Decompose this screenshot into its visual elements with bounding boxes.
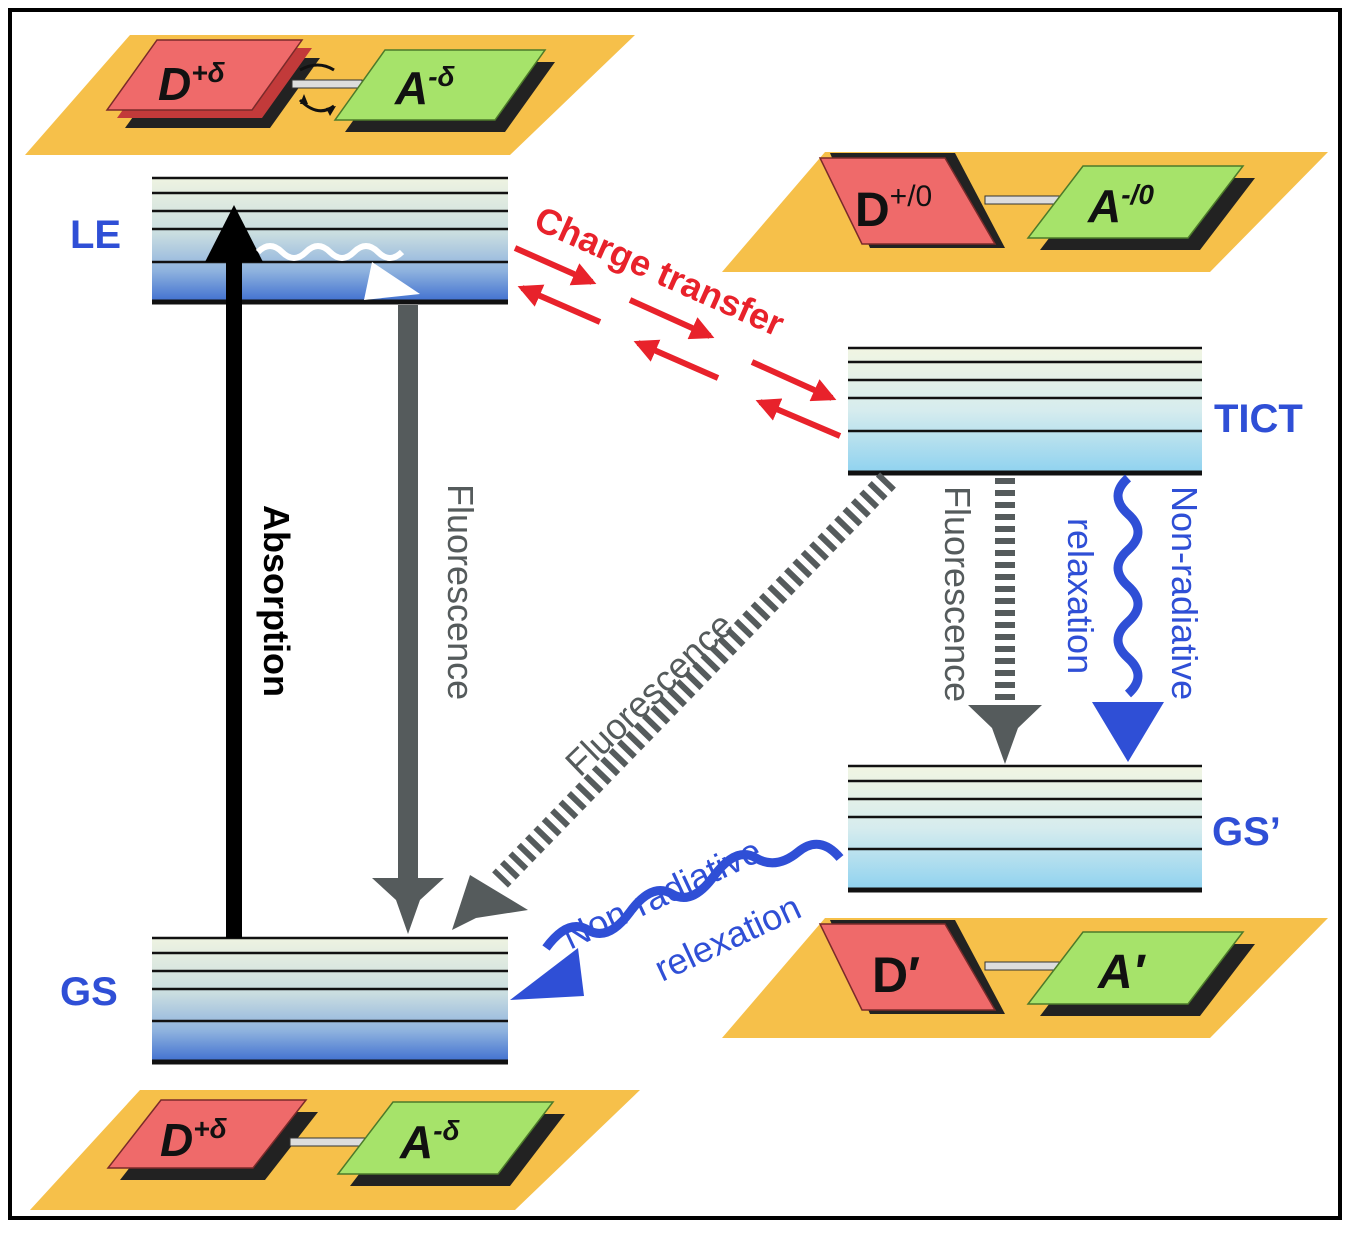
bond-le (291, 79, 363, 89)
molecule-tict: D+/0 A-/0 (722, 152, 1328, 272)
state-label-gs-prime: GS’ (1212, 810, 1281, 854)
rotation-arrows-le (298, 63, 336, 116)
donor-le-label: D+δ (158, 57, 226, 110)
fluorescence-tict-to-gs-prime-arrow (968, 478, 1042, 764)
le-vibrational-relaxation-arrow (255, 243, 420, 300)
donor-le: D+δ (105, 39, 320, 128)
non-radiative-tict-label-line1: Non-radiative (1164, 486, 1205, 700)
molecule-le: D+δ A-δ (25, 35, 635, 155)
fluorescence-le-label: Fluorescence (440, 484, 481, 700)
donor-gs-label: D+δ (160, 1113, 228, 1166)
fluorescence-tict-diagonal-label: Fluorescence (557, 604, 741, 784)
level-le (152, 176, 508, 305)
level-gs-prime (848, 764, 1202, 893)
acceptor-le: A-δ (333, 49, 555, 132)
state-label-le: LE (70, 213, 121, 257)
acceptor-tict: A-/0 (1026, 165, 1255, 250)
level-tict (848, 346, 1202, 476)
non-radiative-gs-prime-arrow (510, 839, 844, 1000)
level-gs (152, 936, 508, 1065)
molecule-gs-prime: D′ A′ (722, 918, 1328, 1038)
bond-tict (984, 195, 1066, 205)
acceptor-gs-prime-label: A′ (1097, 946, 1147, 999)
non-radiative-tict-arrow (1092, 474, 1164, 762)
fluorescence-tict-to-gs-arrow (452, 472, 896, 930)
absorption-label: Absorption (256, 505, 297, 697)
state-label-tict: TICT (1214, 397, 1303, 441)
donor-gs-prime-label: D′ (872, 947, 920, 1003)
figure-frame (8, 8, 1342, 1220)
non-radiative-tict-label-line2: relaxation (1060, 518, 1101, 674)
donor-gs-prime: D′ (818, 920, 1005, 1014)
bond-gs-prime (984, 961, 1066, 971)
state-label-gs: GS (60, 970, 118, 1014)
acceptor-gs: A-δ (336, 1101, 565, 1186)
fluorescence-tict-vertical-label: Fluorescence (937, 486, 978, 702)
bond-gs (289, 1137, 371, 1147)
charge-transfer-arrows (513, 245, 842, 439)
donor-gs: D+δ (106, 1099, 318, 1180)
absorption-arrow (205, 205, 263, 938)
acceptor-le-label: A-δ (394, 61, 456, 114)
fluorescence-le-arrow (372, 305, 444, 934)
acceptor-gs-label: A-δ (399, 1115, 461, 1168)
donor-tict: D+/0 (818, 153, 1005, 248)
molecule-gs: D+δ A-δ (30, 1090, 640, 1210)
donor-tict-label: D+/0 (855, 180, 932, 237)
acceptor-tict-label: A-/0 (1087, 179, 1154, 232)
acceptor-gs-prime: A′ (1026, 931, 1255, 1016)
